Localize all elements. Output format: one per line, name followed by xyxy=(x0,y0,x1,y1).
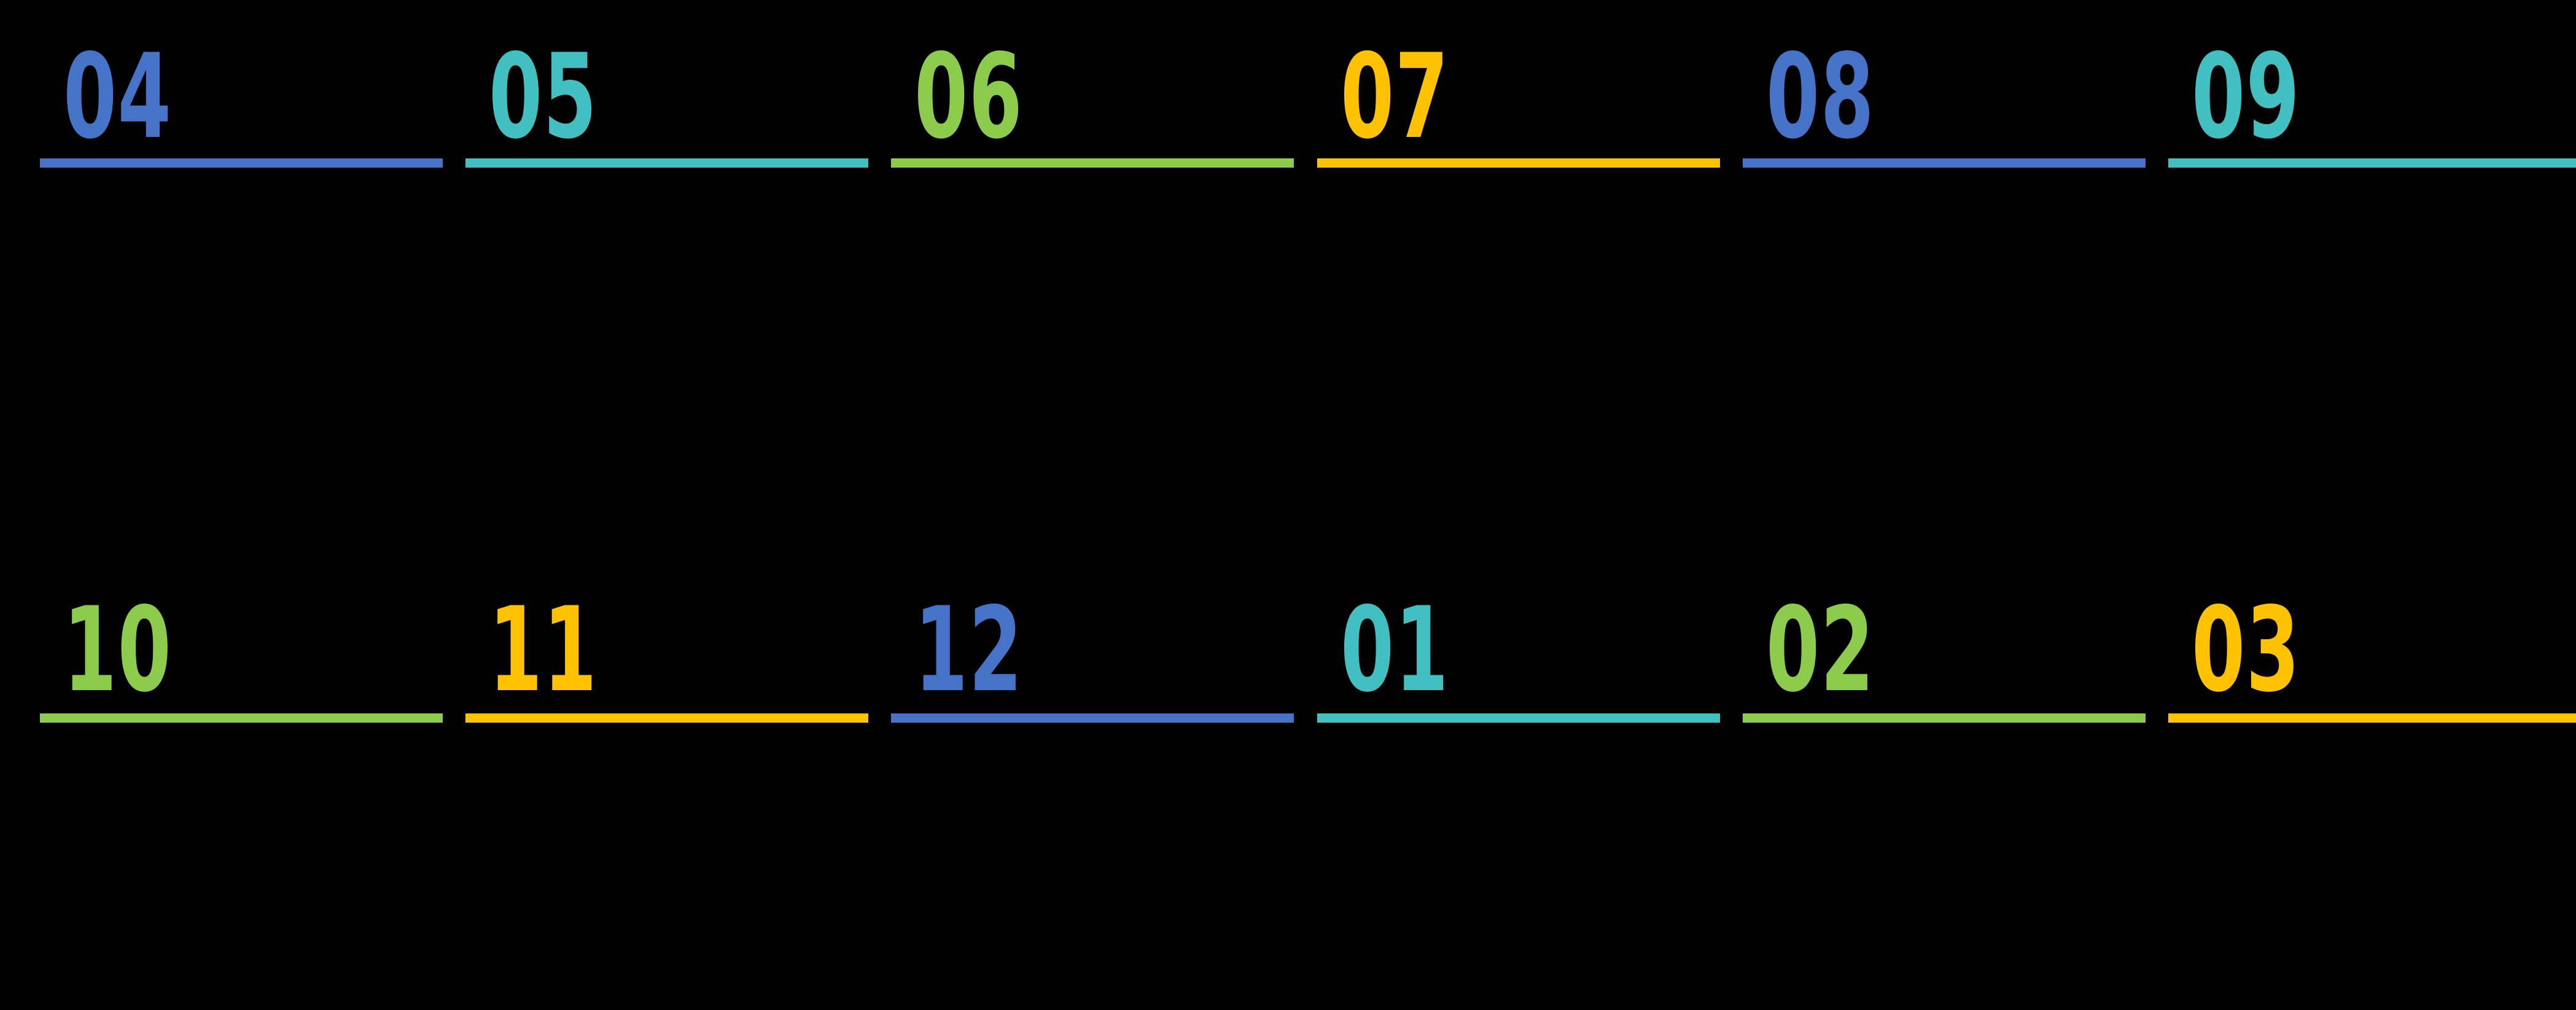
month-underline-03 xyxy=(2168,713,2576,723)
month-underline-10 xyxy=(40,713,443,723)
month-underline-06 xyxy=(891,158,1294,168)
month-number-09: 09 xyxy=(2192,29,2301,165)
month-number-03: 03 xyxy=(2192,582,2301,718)
month-number-04: 04 xyxy=(63,29,173,165)
month-underline-09 xyxy=(2168,158,2576,168)
month-underline-05 xyxy=(465,158,868,168)
month-number-07: 07 xyxy=(1341,29,1450,165)
month-underline-02 xyxy=(1743,713,2146,723)
month-underline-08 xyxy=(1743,158,2146,168)
month-number-05: 05 xyxy=(489,29,598,165)
month-underline-07 xyxy=(1317,158,1720,168)
month-number-06: 06 xyxy=(914,29,1024,165)
month-number-11: 11 xyxy=(489,582,598,718)
month-underline-11 xyxy=(465,713,868,723)
month-number-12: 12 xyxy=(914,582,1024,718)
month-underline-01 xyxy=(1317,713,1720,723)
month-number-10: 10 xyxy=(63,582,173,718)
month-number-08: 08 xyxy=(1766,29,1875,165)
month-underline-12 xyxy=(891,713,1294,723)
month-underline-04 xyxy=(40,158,443,168)
month-number-01: 01 xyxy=(1341,582,1450,718)
month-number-02: 02 xyxy=(1766,582,1875,718)
